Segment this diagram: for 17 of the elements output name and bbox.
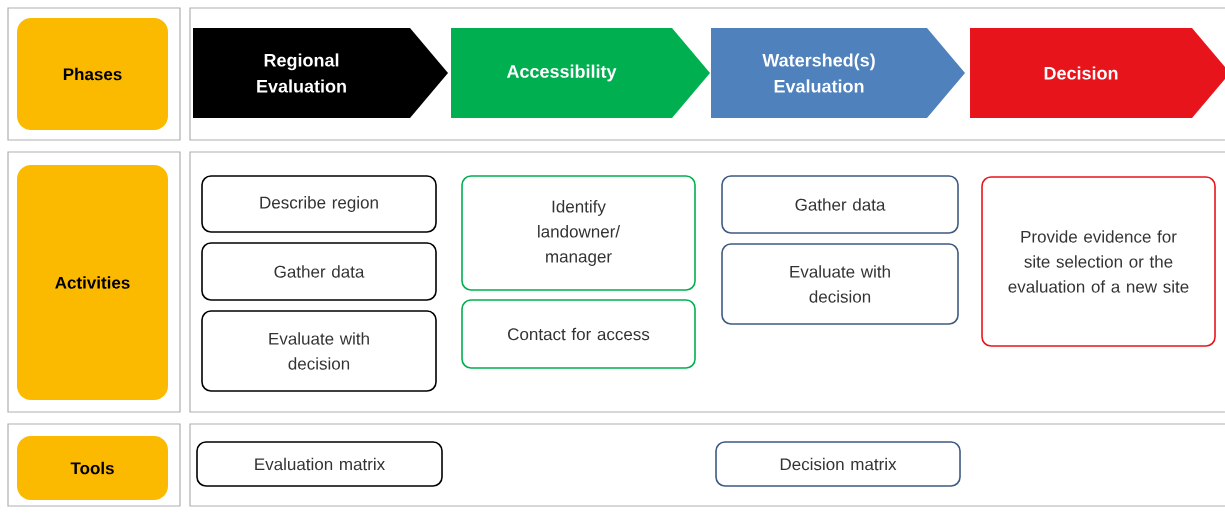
phase-banner: Watershed(s) Evaluation (711, 28, 965, 118)
activity-box: Provide evidence for site selection or the evaluation of a new site (981, 176, 1216, 347)
phase-banner: Decision (970, 28, 1225, 118)
row-label: Activities (17, 165, 168, 400)
activity-box: Evaluate with decision (721, 243, 959, 325)
activity-box: Contact for access (461, 299, 696, 369)
activity-box: Evaluation matrix (196, 441, 443, 487)
phase-banner: Accessibility (451, 28, 710, 118)
phase-banner: Regional Evaluation (193, 28, 448, 118)
activity-box: Gather data (201, 242, 437, 301)
row-label: Tools (17, 436, 168, 500)
activity-box: Describe region (201, 175, 437, 233)
row-label: Phases (17, 18, 168, 130)
activity-box: Decision matrix (715, 441, 961, 487)
activity-box: Identify landowner/ manager (461, 175, 696, 291)
activity-box: Gather data (721, 175, 959, 234)
activity-box: Evaluate with decision (201, 310, 437, 392)
